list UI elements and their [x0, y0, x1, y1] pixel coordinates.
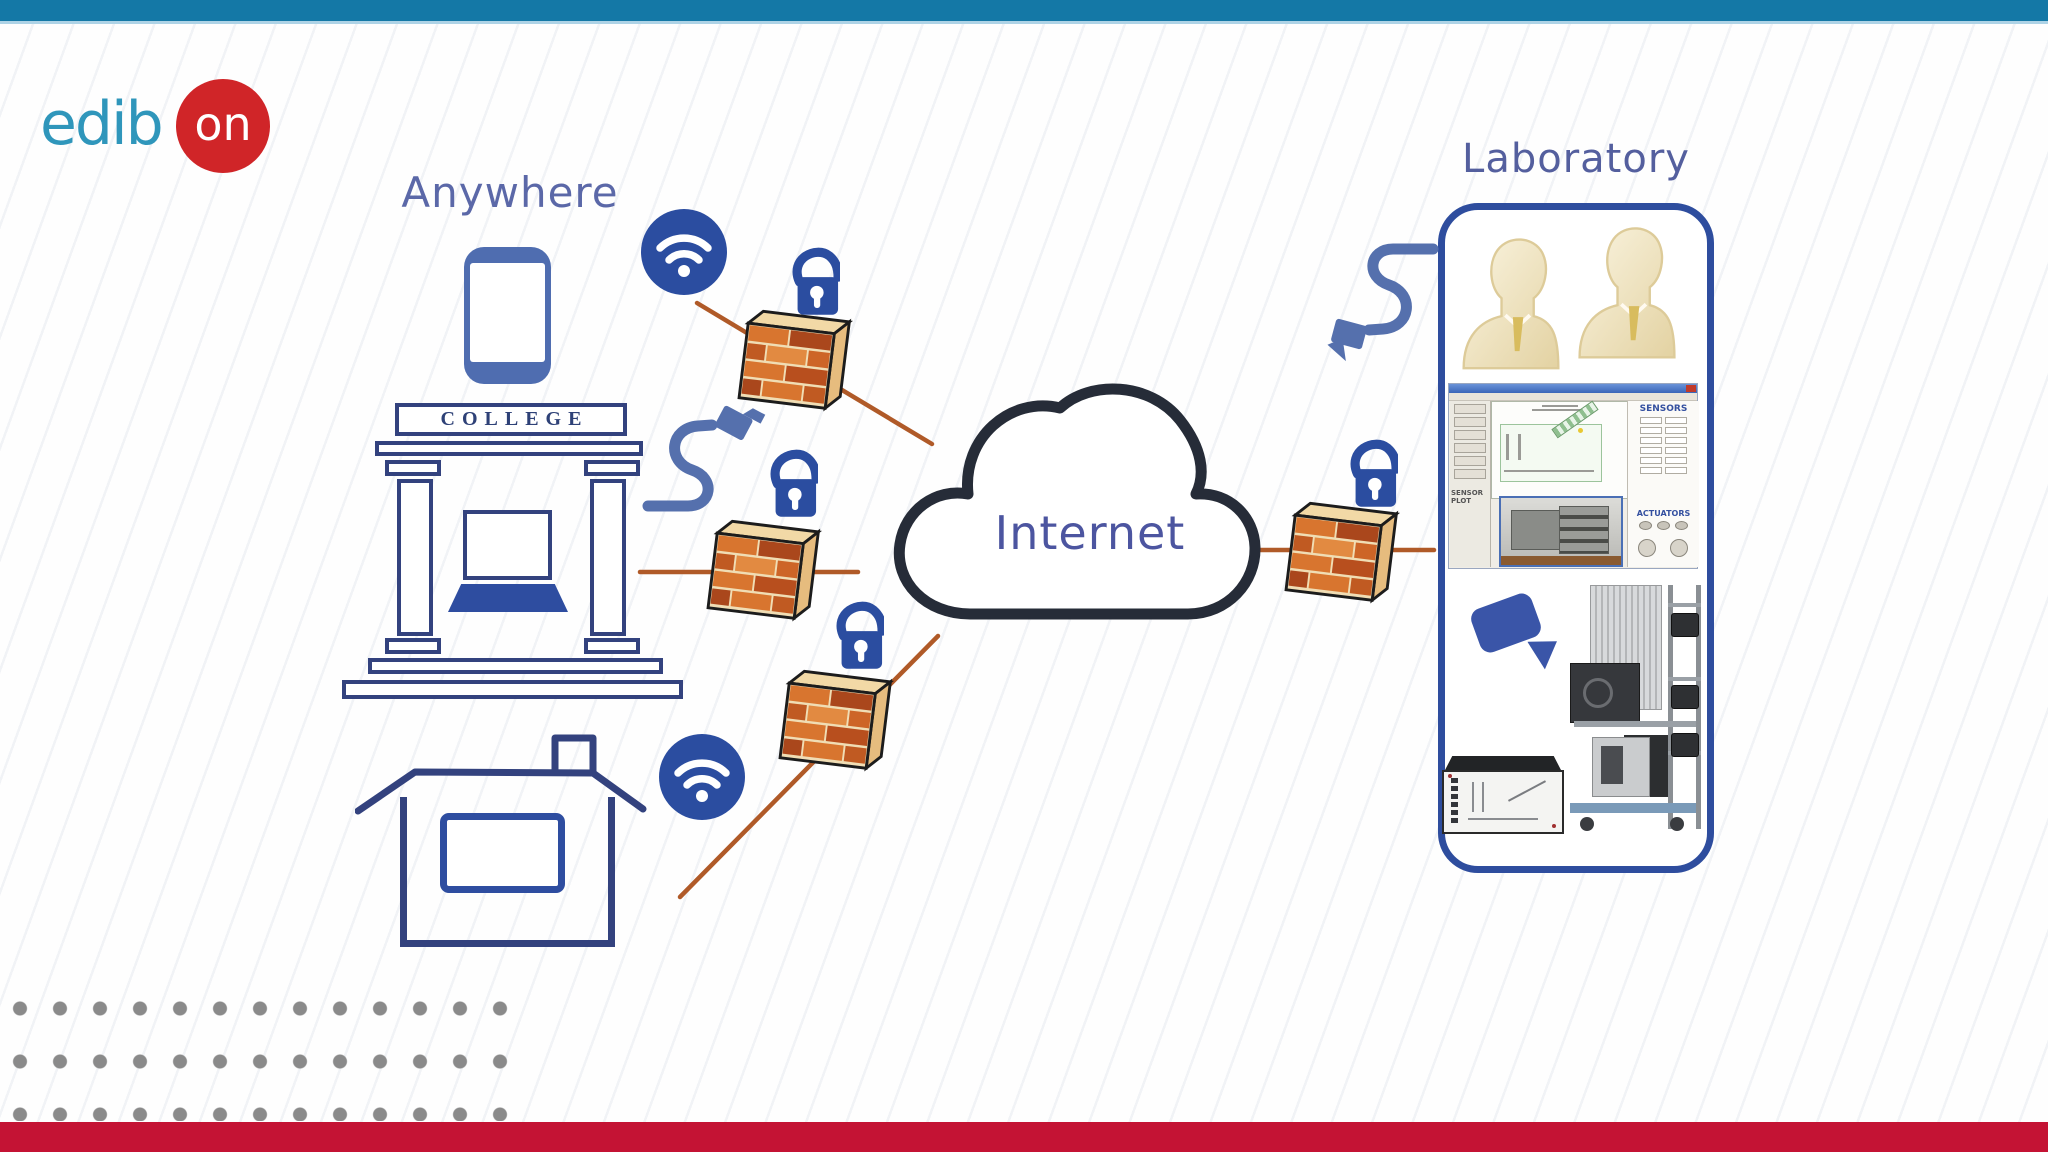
internet-cloud-icon	[893, 383, 1261, 620]
control-box-front-panel	[1442, 770, 1564, 834]
scada-button	[1454, 404, 1486, 414]
equipment-module	[1671, 685, 1699, 709]
wifi-icon	[659, 734, 745, 820]
scada-actuator-buttons	[1628, 521, 1699, 530]
firewall-brick-wall-icon	[1284, 500, 1398, 604]
open-padlock-icon	[764, 446, 818, 520]
smartphone-screen	[470, 263, 545, 362]
trolley-wheel	[1580, 817, 1594, 831]
college-column-base-right	[584, 638, 640, 654]
college-step-lower	[342, 680, 683, 699]
instructor-busts-icon	[1577, 226, 1677, 360]
edibon-logo-text: edib	[40, 89, 164, 159]
laboratory-label: Laboratory	[1462, 136, 1690, 182]
scada-button	[1454, 430, 1486, 440]
house-window	[440, 813, 565, 893]
control-box-top	[1444, 756, 1562, 772]
scada-software-screenshot: SENSOR PLOT SENSORS ACTUATORS	[1448, 383, 1699, 569]
laboratory-equipment-photo	[1562, 585, 1704, 837]
scada-embedded-equipment-photo	[1499, 496, 1623, 567]
equipment-cabinet	[1592, 737, 1650, 797]
instructor-busts-icon	[1461, 237, 1561, 371]
laptop-icon-screen	[463, 510, 552, 580]
trolley-shelf	[1574, 721, 1696, 727]
control-box-diagonal-graphic	[1507, 780, 1547, 802]
scada-button	[1454, 469, 1486, 479]
equipment-frame-crossbar	[1668, 603, 1701, 607]
edibon-logo-on-text: on	[194, 97, 252, 151]
house-roof	[355, 734, 647, 815]
scada-pipe-graphic	[1504, 470, 1594, 472]
internet-label: Internet	[994, 506, 1186, 560]
top-accent-bar	[0, 0, 2048, 24]
scada-sensor-plot-label: SENSOR PLOT	[1451, 489, 1484, 505]
equipment-instrument-box	[1570, 663, 1640, 723]
scada-button	[1454, 443, 1486, 453]
scada-diagram-title-line	[1532, 409, 1588, 411]
bottom-accent-bar	[0, 1122, 2048, 1152]
equipment-instrument-dial	[1583, 678, 1613, 708]
college-column-left	[397, 479, 433, 636]
scada-pipe-graphic	[1506, 434, 1509, 460]
college-column-right	[590, 479, 626, 636]
college-column-capital-right	[584, 460, 640, 476]
trolley-wheel	[1670, 817, 1684, 831]
equipment-frame-crossbar	[1668, 677, 1701, 681]
scada-sensors-label: SENSORS	[1639, 404, 1688, 414]
control-interface-box-photo	[1442, 756, 1564, 836]
edibon-logo-circle: on	[176, 79, 270, 173]
scada-pipe-graphic	[1518, 434, 1521, 460]
scada-left-panel	[1450, 401, 1491, 567]
college-column-capital-left	[385, 460, 441, 476]
scada-diagram-area	[1491, 400, 1629, 499]
scada-diagram-title-line	[1542, 405, 1578, 407]
scada-menu-bar	[1449, 393, 1697, 401]
equipment-photo-rack	[1559, 506, 1609, 554]
firewall-brick-wall-icon	[706, 518, 820, 622]
college-beam	[375, 441, 643, 456]
laptop-icon-base	[448, 584, 568, 612]
open-padlock-icon	[786, 244, 840, 318]
decorative-dot-grid	[0, 982, 522, 1121]
college-step-upper	[368, 658, 663, 674]
college-column-base-left	[385, 638, 441, 654]
scada-dial-knob	[1638, 539, 1656, 557]
open-padlock-icon	[1344, 436, 1398, 510]
scada-dial-knob	[1670, 539, 1688, 557]
wifi-icon	[641, 209, 727, 295]
scada-actuators-label: ACTUATORS	[1636, 509, 1691, 518]
equipment-photo-table	[1501, 556, 1621, 565]
scada-close-icon	[1686, 385, 1696, 392]
scada-flow-diagram	[1500, 424, 1602, 482]
equipment-module	[1671, 733, 1699, 757]
firewall-brick-wall-icon	[778, 668, 892, 772]
scada-right-panel: SENSORS ACTUATORS	[1627, 401, 1699, 567]
ethernet-cable-icon	[642, 405, 766, 512]
firewall-brick-wall-icon	[737, 308, 851, 412]
house-icon	[355, 730, 655, 952]
trolley-base	[1570, 803, 1696, 813]
open-padlock-icon	[830, 598, 884, 672]
scada-title-bar	[1449, 384, 1697, 393]
college-sign: COLLEGE	[395, 403, 627, 436]
college-building-icon: COLLEGE	[340, 400, 685, 702]
scada-button	[1454, 456, 1486, 466]
smartphone-icon	[464, 247, 551, 384]
equipment-cabinet-panel	[1601, 746, 1623, 784]
house-walls	[400, 797, 615, 947]
anywhere-label: Anywhere	[401, 168, 619, 217]
equipment-frame-post	[1668, 585, 1673, 829]
scada-indicator-dot	[1578, 428, 1583, 433]
equipment-module	[1671, 613, 1699, 637]
scada-button	[1454, 417, 1486, 427]
ethernet-cable-icon	[1327, 243, 1439, 362]
